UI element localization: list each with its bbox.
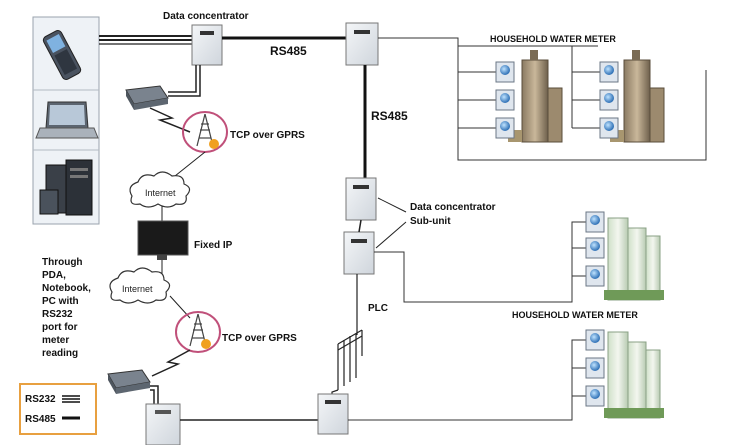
signal-dot: [209, 139, 219, 149]
meter-wiring-top: [378, 37, 707, 161]
legend-rs232-label: RS232: [25, 394, 56, 405]
plc-bus: [331, 329, 363, 396]
pc-tower-icon: [39, 159, 93, 216]
water-meter-icon: [585, 385, 605, 407]
internet-bottom-label: Internet: [122, 284, 153, 294]
meter-wiring-bottom: [348, 221, 586, 421]
monitor-icon: [137, 220, 189, 260]
water-meter-icon: [585, 237, 605, 259]
wireless-bolt: [151, 349, 191, 377]
pda-icon: [42, 30, 82, 80]
sub-unit-link: [358, 219, 362, 233]
concentrator-box-icon: [343, 231, 375, 275]
building-icon: [508, 50, 563, 143]
legend: RS232 RS485: [19, 383, 97, 435]
concentrator-box-icon: [345, 22, 379, 66]
fixed-ip-label: Fixed IP: [194, 240, 233, 251]
concentrator-box-icon: [345, 177, 377, 221]
modem-concentrator-link: [150, 385, 159, 404]
household-meter-bottom-label: HOUSEHOLD WATER METER: [512, 310, 638, 320]
cloud-icon: [109, 267, 171, 304]
gprs-ring: [175, 311, 221, 353]
laptop-icon: [35, 101, 99, 139]
concentrator-box-icon: [191, 24, 223, 66]
modem-icon: [107, 369, 151, 394]
water-meter-icon: [585, 265, 605, 287]
building-icon: [604, 331, 664, 419]
concentrator-box-icon: [145, 403, 181, 445]
through-text: Through PDA, Notebook, PC with RS232 por…: [42, 257, 94, 359]
legend-rs485-label: RS485: [25, 414, 56, 425]
legend-border: [19, 383, 97, 435]
building-icon: [604, 217, 664, 301]
water-meter-icon: [495, 89, 515, 111]
water-meter-icon: [599, 89, 619, 111]
rs485-mid-label: RS485: [371, 109, 408, 123]
water-meter-icon: [495, 61, 515, 83]
rs485-top-label: RS485: [270, 44, 307, 58]
household-meter-top-label: HOUSEHOLD WATER METER: [490, 34, 616, 44]
sub-unit-label: Data concentrator Sub-unit: [410, 202, 498, 227]
water-meter-icon: [585, 211, 605, 233]
water-meter-icon: [495, 117, 515, 139]
water-meter-icon: [599, 61, 619, 83]
water-meter-icon: [585, 357, 605, 379]
building-icon: [610, 50, 665, 143]
water-meter-icon: [585, 329, 605, 351]
plc-label: PLC: [368, 303, 388, 314]
sub-unit-pointer: [375, 197, 407, 249]
cloud-icon: [129, 171, 191, 208]
modem-icon: [125, 85, 169, 110]
signal-dot: [201, 339, 211, 349]
data-concentrator-label: Data concentrator: [163, 11, 249, 22]
concentrator-box-icon: [317, 393, 349, 435]
water-meter-icon: [599, 117, 619, 139]
tcp-gprs-top-label: TCP over GPRS: [230, 130, 305, 141]
tcp-gprs-bottom-label: TCP over GPRS: [222, 333, 297, 344]
rs232-link: [99, 35, 192, 41]
internet-top-label: Internet: [145, 188, 176, 198]
concentrator-modem-link: [168, 65, 201, 97]
wireless-bolt: [149, 107, 191, 133]
